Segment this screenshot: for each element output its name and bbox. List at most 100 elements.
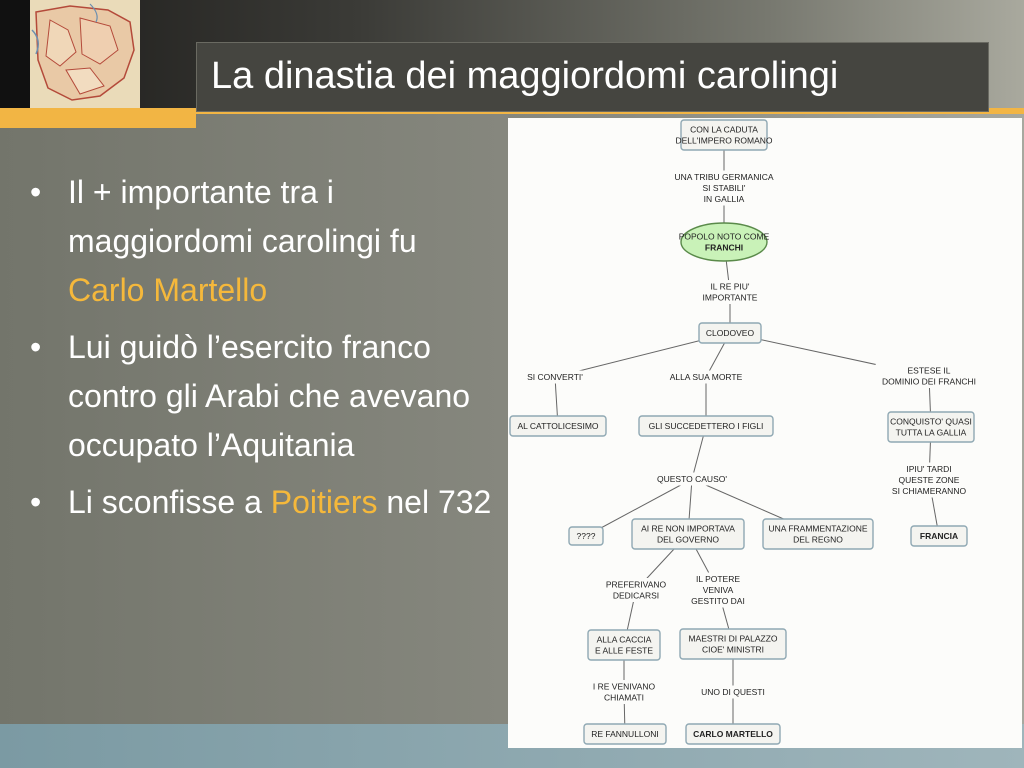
concept-node-box: [509, 415, 607, 437]
concept-map-node: CLODOVEO: [698, 322, 762, 344]
concept-label-backdrop: [695, 685, 771, 699]
concept-node-text: RE FANNULLONI: [591, 729, 659, 739]
concept-node-text: GESTITO DAI: [691, 596, 745, 606]
concept-label-backdrop: [654, 472, 730, 486]
concept-node-text: FRANCIA: [920, 531, 958, 541]
bullet-dot-icon: •: [30, 329, 42, 365]
concept-node-text: UNA FRAMMENTAZIONE: [768, 524, 867, 534]
concept-node-text: FRANCHI: [705, 243, 743, 253]
concept-node-text: CLODOVEO: [706, 328, 755, 338]
header-left-strip: [0, 0, 30, 108]
concept-node-text: DELL'IMPERO ROMANO: [675, 136, 772, 146]
concept-map-node: AL CATTOLICESIMO: [509, 415, 607, 437]
concept-node-box: [583, 723, 667, 745]
concept-map-node: ????: [568, 526, 604, 546]
concept-node-text: CARLO MARTELLO: [693, 729, 773, 739]
concept-node-text: MAESTRI DI PALAZZO: [688, 634, 777, 644]
concept-node-text: POPOLO NOTO COME: [679, 232, 770, 242]
concept-node-text: PREFERIVANO: [606, 580, 667, 590]
concept-map-link-label: ALLA SUA MORTE: [665, 370, 747, 384]
concept-map-node: CARLO MARTELLO: [685, 723, 781, 745]
concept-node-text: CONQUISTO' QUASI: [890, 417, 972, 427]
title-box: La dinastia dei maggiordomi carolingi: [196, 42, 989, 112]
concept-label-backdrop: [520, 370, 590, 384]
concept-map-node: RE FANNULLONI: [583, 723, 667, 745]
concept-node-text: AI RE NON IMPORTAVA: [641, 524, 735, 534]
concept-node-box: [698, 322, 762, 344]
concept-node-text: SI CHIAMERANNO: [892, 486, 967, 496]
concept-node-text: SI STABILI': [702, 183, 745, 193]
concept-label-backdrop: [888, 462, 970, 498]
concept-label-backdrop: [665, 370, 747, 384]
concept-node-text: CON LA CADUTA: [690, 125, 758, 135]
concept-node-text: IMPORTANTE: [703, 293, 758, 303]
concept-map-link-label: SI CONVERTI': [520, 370, 590, 384]
concept-map-edge: [585, 478, 693, 537]
concept-node-text: ????: [577, 531, 596, 541]
concept-node-box: [587, 629, 661, 661]
bullet-text-end: nel 732: [377, 484, 492, 520]
concept-label-backdrop: [670, 170, 778, 206]
concept-node-text: ALLA SUA MORTE: [670, 372, 743, 382]
bullet-dot-icon: •: [30, 174, 42, 210]
concept-node-ellipse: [680, 222, 768, 262]
concept-node-box: [638, 415, 774, 437]
concept-label-backdrop: [700, 280, 760, 304]
concept-node-text: IPIU' TARDI: [906, 464, 951, 474]
concept-node-text: TUTTA LA GALLIA: [896, 428, 967, 438]
bullet-text: Li sconfisse a: [68, 484, 271, 520]
concept-node-text: SI CONVERTI': [527, 372, 583, 382]
accent-bar: [0, 108, 196, 128]
map-thumbnail-image: [30, 0, 140, 108]
concept-node-box: [910, 525, 968, 547]
concept-node-box: [631, 518, 745, 550]
concept-map-link-label: QUESTO CAUSO': [654, 472, 730, 486]
concept-node-box: [680, 119, 768, 151]
bullet-dot-icon: •: [30, 484, 42, 520]
bullet-highlight: Carlo Martello: [68, 272, 268, 308]
bullet-text: Il + importante tra i maggiordomi caroli…: [68, 174, 417, 259]
concept-label-backdrop: [603, 578, 669, 602]
bullet-item: • Li sconfisse a Poitiers nel 732: [28, 478, 498, 527]
concept-node-text: UNO DI QUESTI: [701, 687, 765, 697]
bullet-list: • Il + importante tra i maggiordomi caro…: [28, 168, 498, 535]
concept-node-text: DEDICARSI: [613, 591, 659, 601]
bullet-item: • Il + importante tra i maggiordomi caro…: [28, 168, 498, 315]
concept-node-text: UNA TRIBU GERMANICA: [674, 172, 773, 182]
concept-node-box: [568, 526, 604, 546]
concept-node-text: I RE VENIVANO: [593, 682, 656, 692]
concept-node-text: CHIAMATI: [604, 693, 644, 703]
concept-node-text: ALLA CACCIA: [597, 635, 652, 645]
bullet-highlight: Poitiers: [270, 484, 378, 520]
concept-node-text: IL RE PIU': [710, 282, 749, 292]
concept-node-text: CIOE' MINISTRI: [702, 645, 764, 655]
concept-label-backdrop: [685, 572, 751, 608]
concept-node-text: DEL GOVERNO: [657, 535, 719, 545]
concept-node-text: ESTESE IL: [908, 366, 951, 376]
concept-node-text: DEL REGNO: [793, 535, 843, 545]
concept-map-link-label: IL RE PIU'IMPORTANTE: [700, 280, 760, 304]
bullet-text: Lui guidò l’esercito franco contro gli A…: [68, 329, 471, 463]
concept-node-box: [679, 628, 787, 660]
concept-node-text: E ALLE FESTE: [595, 646, 653, 656]
concept-node-text: GLI SUCCEDETTERO I FIGLI: [649, 421, 764, 431]
concept-label-backdrop: [586, 680, 662, 704]
concept-node-text: VENIVA: [703, 585, 734, 595]
concept-map-node: FRANCIA: [910, 525, 968, 547]
concept-node-box: [887, 411, 975, 443]
concept-node-box: [685, 723, 781, 745]
